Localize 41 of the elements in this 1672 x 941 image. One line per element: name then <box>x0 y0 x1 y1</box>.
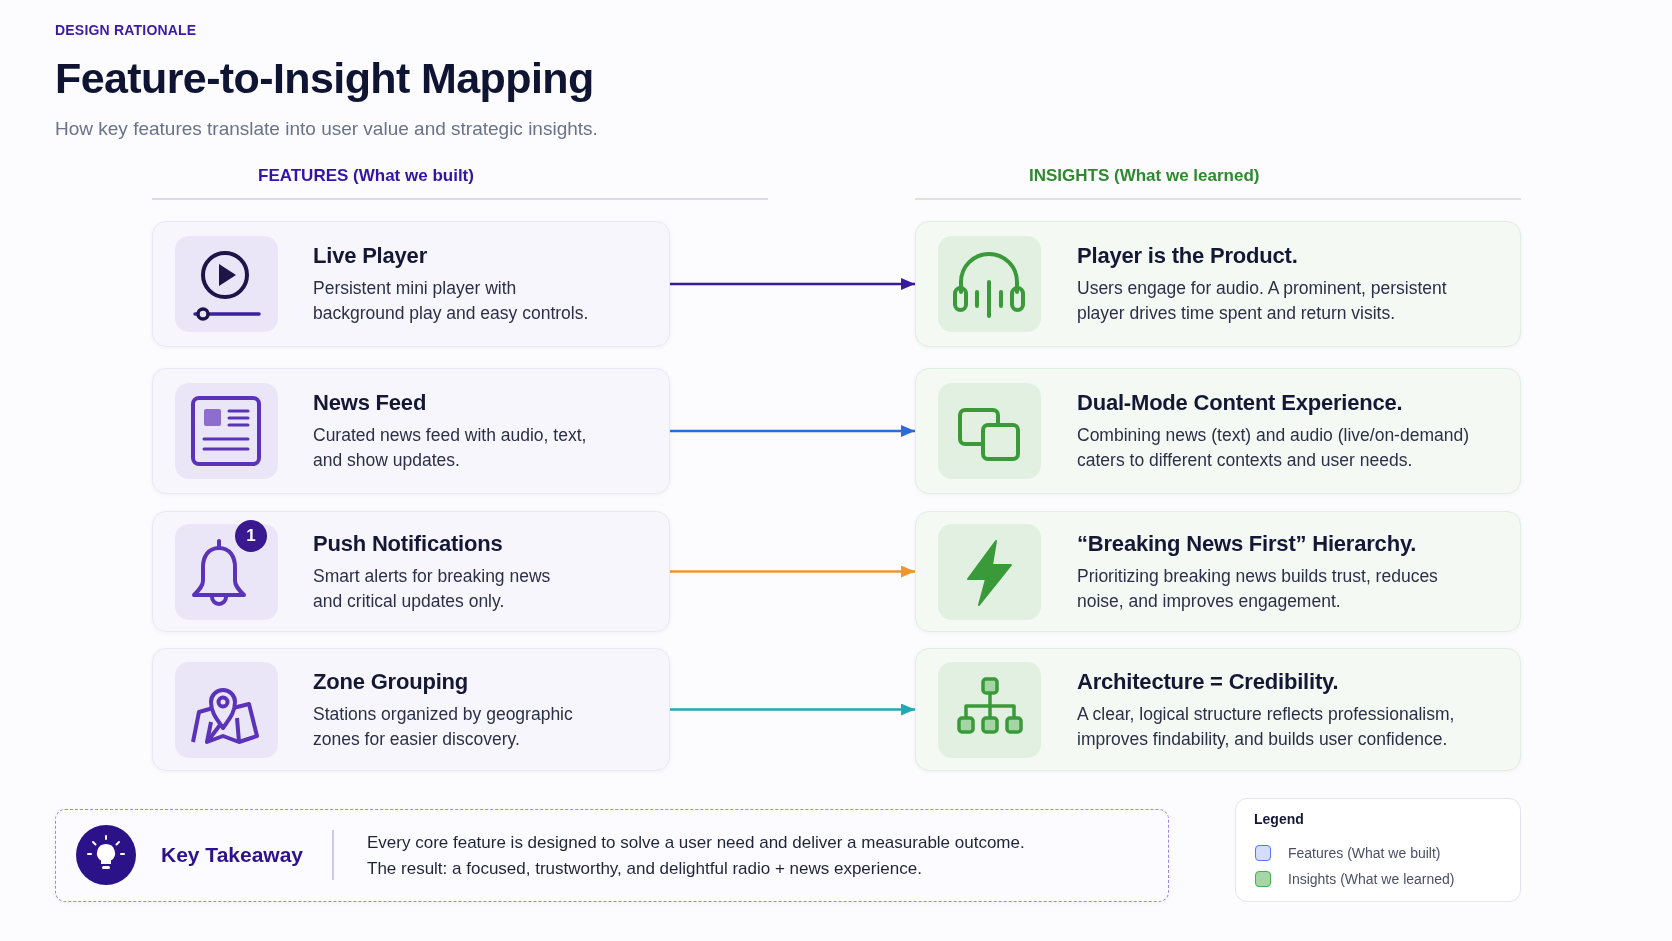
takeaway-text: The result: a focused, trustworthy, and delightful radio + news experience. <box>367 857 923 880</box>
card-description: A clear, logical structure reflects professionalism, improves findability, and builds user confidence. <box>1077 702 1456 751</box>
card-title: “Breaking News First” Hierarchy. <box>1077 529 1418 558</box>
card-title: Player is the Product. <box>1077 242 1299 270</box>
insight-card <box>915 648 1521 771</box>
card-description: Combining news (text) and audio (live/on-demand) caters to different contexts and user needs. <box>1077 424 1470 472</box>
feature-card <box>152 511 670 632</box>
arrow <box>670 565 915 578</box>
eyebrow-label: DESIGN RATIONALE <box>55 22 197 38</box>
insight-card <box>915 511 1521 632</box>
insight-card <box>915 368 1521 494</box>
card-title: Dual-Mode Content Experience. <box>1077 389 1404 417</box>
card-description: Prioritizing breaking news builds trust, reduces noise, and improves engagement. <box>1077 564 1439 613</box>
feature-card <box>152 648 670 771</box>
column-heading: INSIGHTS (What we learned) <box>1029 166 1260 186</box>
insight-card <box>915 221 1521 347</box>
card-title: Push Notifications <box>313 529 504 558</box>
legend-label: Features (What we built) <box>1288 845 1441 861</box>
card-title: Architecture = Credibility. <box>1077 667 1340 696</box>
card-title: Zone Grouping <box>313 667 470 696</box>
card-title: Live Player <box>313 242 428 270</box>
subtitle: How key features translate into user value and strategic insights. <box>55 118 598 140</box>
arrow <box>670 278 915 290</box>
takeaway-panel <box>55 809 1169 902</box>
page-title: Feature-to-Insight Mapping <box>55 53 594 104</box>
feature-card <box>152 368 670 494</box>
arrow <box>670 703 915 716</box>
card-title: News Feed <box>313 389 428 417</box>
card-description: Persistent mini player with background play and easy controls. <box>313 277 590 325</box>
takeaway-text: Every core feature is designed to solve a user need and deliver a measurable outcome. <box>367 831 1025 854</box>
card-description: Smart alerts for breaking news and critical updates only. <box>313 564 552 613</box>
card-description: Curated news feed with audio, text, and show updates. <box>313 424 588 472</box>
legend-label: Insights (What we learned) <box>1288 871 1455 887</box>
column-heading: FEATURES (What we built) <box>258 166 474 186</box>
takeaway-heading: Key Takeaway <box>161 842 304 868</box>
card-description: Users engage for audio. A prominent, persistent player drives time spent and return visits. <box>1077 277 1448 325</box>
legend-heading: Legend <box>1254 811 1304 827</box>
feature-card <box>152 221 670 347</box>
notification-badge: 1 <box>235 520 267 552</box>
card-description: Stations organized by geographic zones for easier discovery. <box>313 702 574 751</box>
arrow <box>670 425 915 437</box>
